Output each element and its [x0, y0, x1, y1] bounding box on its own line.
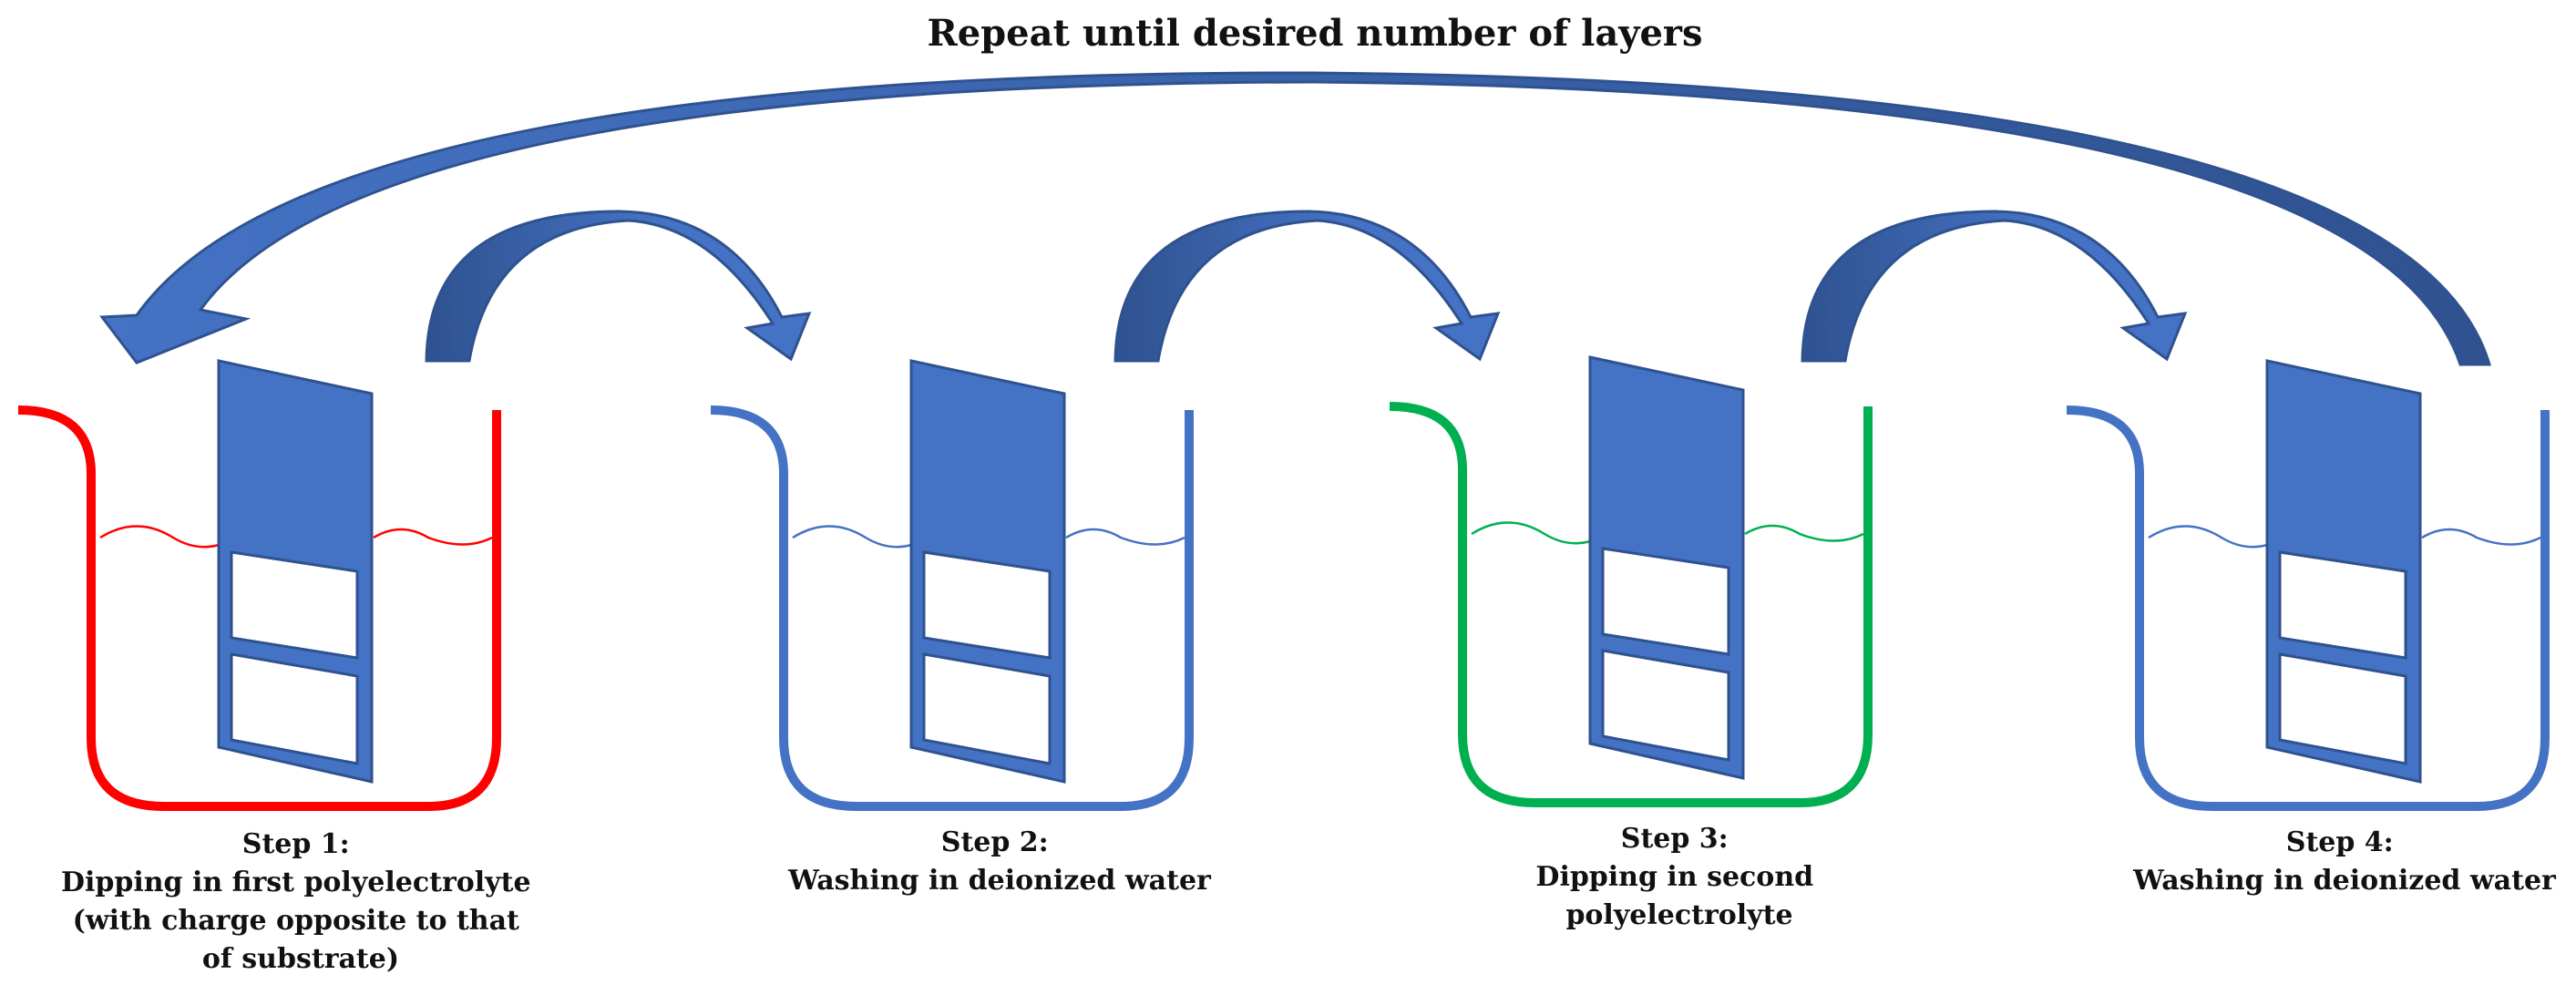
- substrate: [909, 359, 1066, 784]
- transfer-arrow-3-4: [1801, 210, 2188, 363]
- step-2-line-1: Washing in deionized water: [787, 865, 1212, 897]
- step-3-heading: Step 3:: [1621, 823, 1729, 855]
- transfer-arrow-2-3: [1114, 210, 1501, 363]
- step-4-heading: Step 4:: [2286, 826, 2394, 858]
- step-2-heading: Step 2:: [941, 826, 1049, 858]
- solution-surface: [2148, 525, 2541, 549]
- transfer-arrow-1-2: [425, 210, 812, 363]
- step-3-line-1: Dipping in second: [1535, 861, 1813, 893]
- substrate: [217, 359, 374, 784]
- solution-surface: [792, 525, 1185, 549]
- step-1-heading: Step 1:: [242, 828, 350, 860]
- beaker-outline: [710, 405, 1194, 811]
- beaker-step-3: [1389, 355, 1873, 807]
- step-1-line-3: of substrate): [202, 943, 399, 975]
- beaker-outline: [1389, 402, 1873, 807]
- beaker-step-2: [710, 359, 1194, 811]
- step-4-line-1: Washing in deionized water: [2132, 865, 2557, 897]
- step-1-label: Step 1: Dipping in first polyelectrolyte…: [61, 828, 540, 975]
- substrate: [1588, 355, 1745, 780]
- step-1-line-2: (with charge opposite to that: [73, 905, 519, 937]
- step-4-label: Step 4: Washing in deionized water: [2132, 826, 2557, 897]
- step-2-label: Step 2: Washing in deionized water: [787, 826, 1212, 897]
- step-1-line-1: Dipping in first polyelectrolyte: [61, 867, 531, 898]
- beaker-step-4: [2066, 359, 2550, 811]
- substrate: [2265, 359, 2422, 784]
- beaker-outline: [2066, 405, 2550, 811]
- step-3-line-2: polyelectrolyte: [1565, 899, 1792, 931]
- repeat-arrow: [99, 71, 2492, 366]
- beaker-step-1: [17, 359, 501, 811]
- beaker-outline: [17, 405, 501, 811]
- step-3-label: Step 3: Dipping in second polyelectrolyt…: [1535, 823, 1822, 931]
- solution-surface: [1471, 521, 1864, 545]
- solution-surface: [99, 525, 493, 549]
- diagram-title: Repeat until desired number of layers: [927, 12, 1702, 55]
